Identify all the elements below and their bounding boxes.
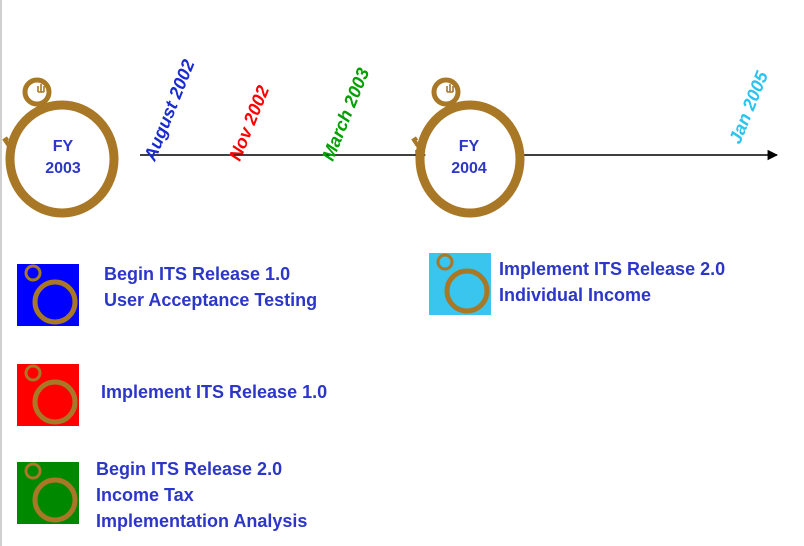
legend-green-line2: Income Tax bbox=[96, 485, 194, 505]
stopwatch-icon bbox=[17, 462, 79, 524]
legend-green-line1: Begin ITS Release 2.0 bbox=[96, 459, 283, 479]
legend-text-green: Begin ITS Release 2.0 Income Tax Impleme… bbox=[96, 456, 307, 534]
legend-cyan-line1: Implement ITS Release 2.0 bbox=[499, 259, 726, 279]
fy-2003-label: FY 2003 bbox=[33, 136, 93, 180]
legend-red-line1: Implement ITS Release 1.0 bbox=[101, 382, 328, 402]
legend-cyan-line2: Individual Income bbox=[499, 285, 652, 305]
legend-blue-line1: Begin ITS Release 1.0 bbox=[104, 264, 291, 284]
left-border bbox=[0, 0, 2, 546]
legend-green-line3: Implementation Analysis bbox=[96, 511, 308, 531]
stopwatch-icon bbox=[17, 264, 79, 326]
fy-2004-line1: FY bbox=[458, 138, 480, 155]
fy-2003-line2: 2003 bbox=[45, 160, 81, 177]
legend-text-red: Implement ITS Release 1.0 bbox=[101, 379, 327, 405]
fy-2004-label: FY 2004 bbox=[439, 136, 499, 180]
stopwatch-icon bbox=[429, 253, 491, 315]
fy-2004-line2: 2004 bbox=[451, 160, 487, 177]
stopwatch-icon bbox=[2, 77, 119, 218]
legend-blue-line2: User Acceptance Testing bbox=[104, 290, 318, 310]
stopwatch-icon bbox=[411, 77, 525, 218]
fy-2003-line1: FY bbox=[52, 138, 74, 155]
legend-text-cyan: Implement ITS Release 2.0 Individual Inc… bbox=[499, 256, 725, 308]
stopwatch-icon bbox=[17, 364, 79, 426]
legend-text-blue: Begin ITS Release 1.0 User Acceptance Te… bbox=[104, 261, 317, 313]
